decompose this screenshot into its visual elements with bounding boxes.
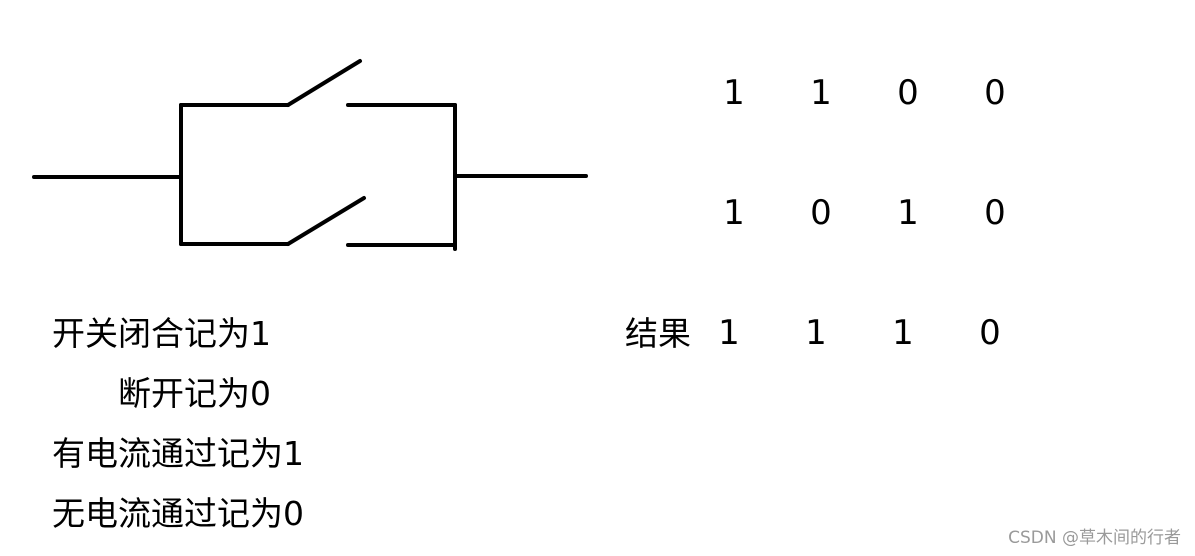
row1-cell: 0 [984,73,1006,113]
legend-closed: 开关闭合记为1 [52,314,271,353]
result-cell: 1 [718,313,740,353]
row2-cell: 1 [723,193,745,233]
legend-open: 断开记为0 [118,374,271,413]
row2-cell: 1 [897,193,919,233]
row2-cell: 0 [984,193,1006,233]
watermark: CSDN @草木间的行者 [1008,528,1181,548]
legend-current: 有电流通过记为1 [52,434,304,473]
bottom-switch-blade [286,196,366,246]
row1-cell: 1 [723,73,745,113]
row1-cell: 0 [897,73,919,113]
parallel-switch-circuit [32,59,588,251]
result-cell: 1 [805,313,827,353]
result-label: 结果 [625,314,691,353]
result-cell: 0 [979,313,1001,353]
result-cell: 1 [892,313,914,353]
row2-cell: 0 [810,193,832,233]
legend-no-current: 无电流通过记为0 [52,494,304,533]
top-switch-blade [286,59,362,107]
row1-cell: 1 [810,73,832,113]
